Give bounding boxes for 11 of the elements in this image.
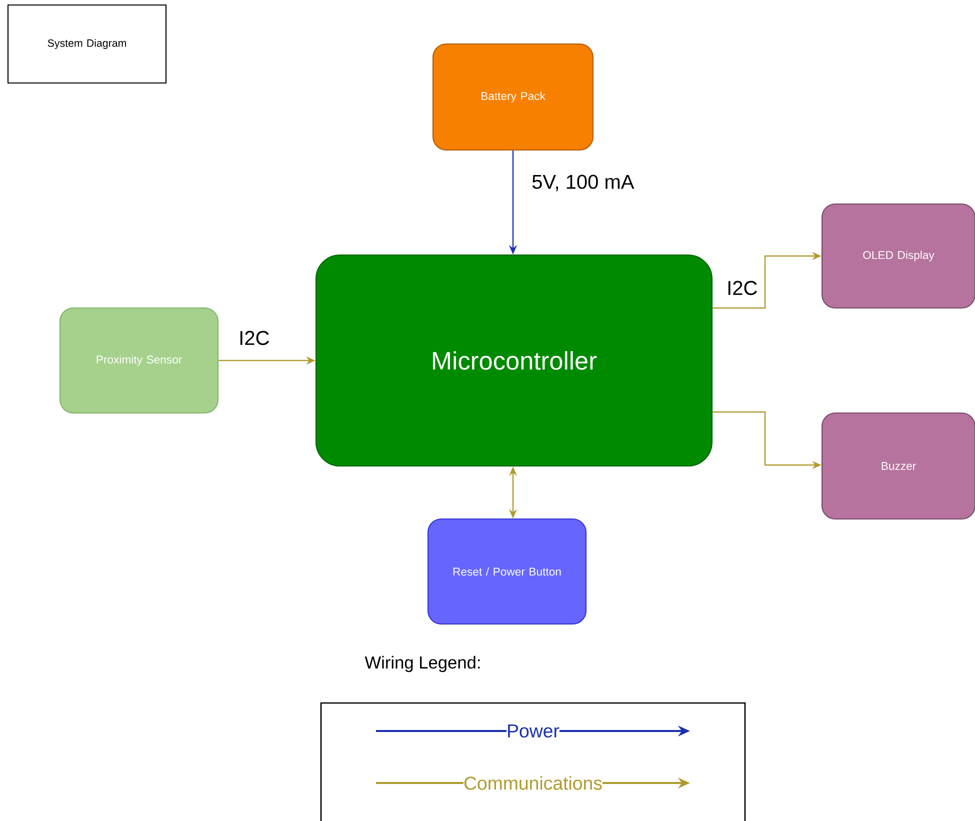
edge-label: I2C bbox=[725, 280, 760, 296]
component-box: Buzzer bbox=[821, 412, 975, 520]
component-box: Reset / Power Button bbox=[427, 518, 587, 625]
component-box: Battery Pack bbox=[432, 43, 594, 151]
title-box: System Diagram bbox=[7, 4, 167, 84]
component-box: Proximity Sensor bbox=[59, 307, 219, 414]
legend-title: Wiring Legend: bbox=[364, 656, 480, 672]
edge-label: I2C bbox=[237, 330, 272, 346]
component-box: OLED Display bbox=[821, 203, 975, 309]
edge-label: 5V, 100 mA bbox=[530, 173, 636, 193]
microcontroller-box: Microcontroller bbox=[315, 254, 713, 467]
